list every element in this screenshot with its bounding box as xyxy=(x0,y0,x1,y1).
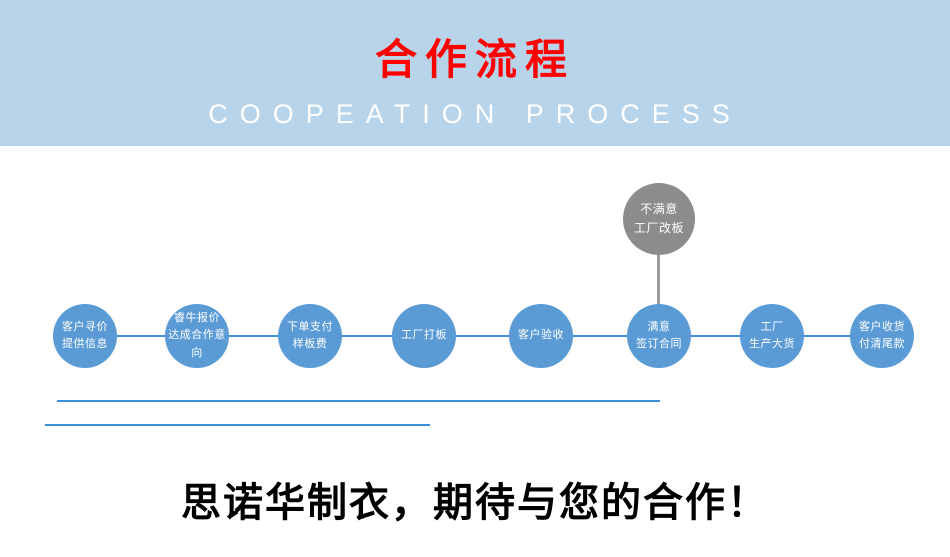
flow-step-3: 下单支付 样板费 xyxy=(278,304,342,368)
flow-step-7: 工厂 生产大货 xyxy=(740,304,804,368)
flow-step-2-label: 睿牛报价 达成合作意向 xyxy=(168,312,226,359)
flow-step-6-label: 满意 签订合同 xyxy=(636,320,682,350)
section-subtitle: COOPEATION PROCESS xyxy=(208,99,742,129)
section-title: 合作流程 xyxy=(374,36,575,83)
flow-step-1-label: 客户寻价 提供信息 xyxy=(62,320,108,350)
flow-step-5: 客户验收 xyxy=(509,304,573,368)
flow-step-8-label: 客户收货 付清尾款 xyxy=(859,320,905,350)
flow-step-4-label: 工厂打板 xyxy=(401,329,447,342)
flow-step-6: 满意 签订合同 xyxy=(627,304,691,368)
underline-decoration-short xyxy=(45,424,430,426)
header-banner: 合作流程 COOPEATION PROCESS xyxy=(0,0,950,146)
flow-branch-label: 不满意 工厂改板 xyxy=(633,202,684,235)
branch-connector-line xyxy=(657,255,660,307)
company-slogan: 思诺华制衣，期待与您的合作！ xyxy=(181,481,769,525)
flow-step-7-label: 工厂 生产大货 xyxy=(749,320,795,350)
flow-step-2: 睿牛报价 达成合作意向 xyxy=(165,304,229,368)
flow-step-5-label: 客户验收 xyxy=(518,329,564,342)
flow-step-4: 工厂打板 xyxy=(392,304,456,368)
flow-step-1: 客户寻价 提供信息 xyxy=(53,304,117,368)
flow-branch-unsatisfied: 不满意 工厂改板 xyxy=(623,183,695,255)
flow-step-3-label: 下单支付 样板费 xyxy=(287,320,333,350)
flow-connector-line xyxy=(85,335,882,337)
flow-step-8: 客户收货 付清尾款 xyxy=(850,304,914,368)
footer-slogan-area: 思诺华制衣，期待与您的合作！ xyxy=(0,470,950,528)
process-flow-diagram: 不满意 工厂改板 客户寻价 提供信息 睿牛报价 达成合作意向 下单支付 样板费 … xyxy=(0,146,950,456)
underline-decoration-long xyxy=(57,400,660,402)
